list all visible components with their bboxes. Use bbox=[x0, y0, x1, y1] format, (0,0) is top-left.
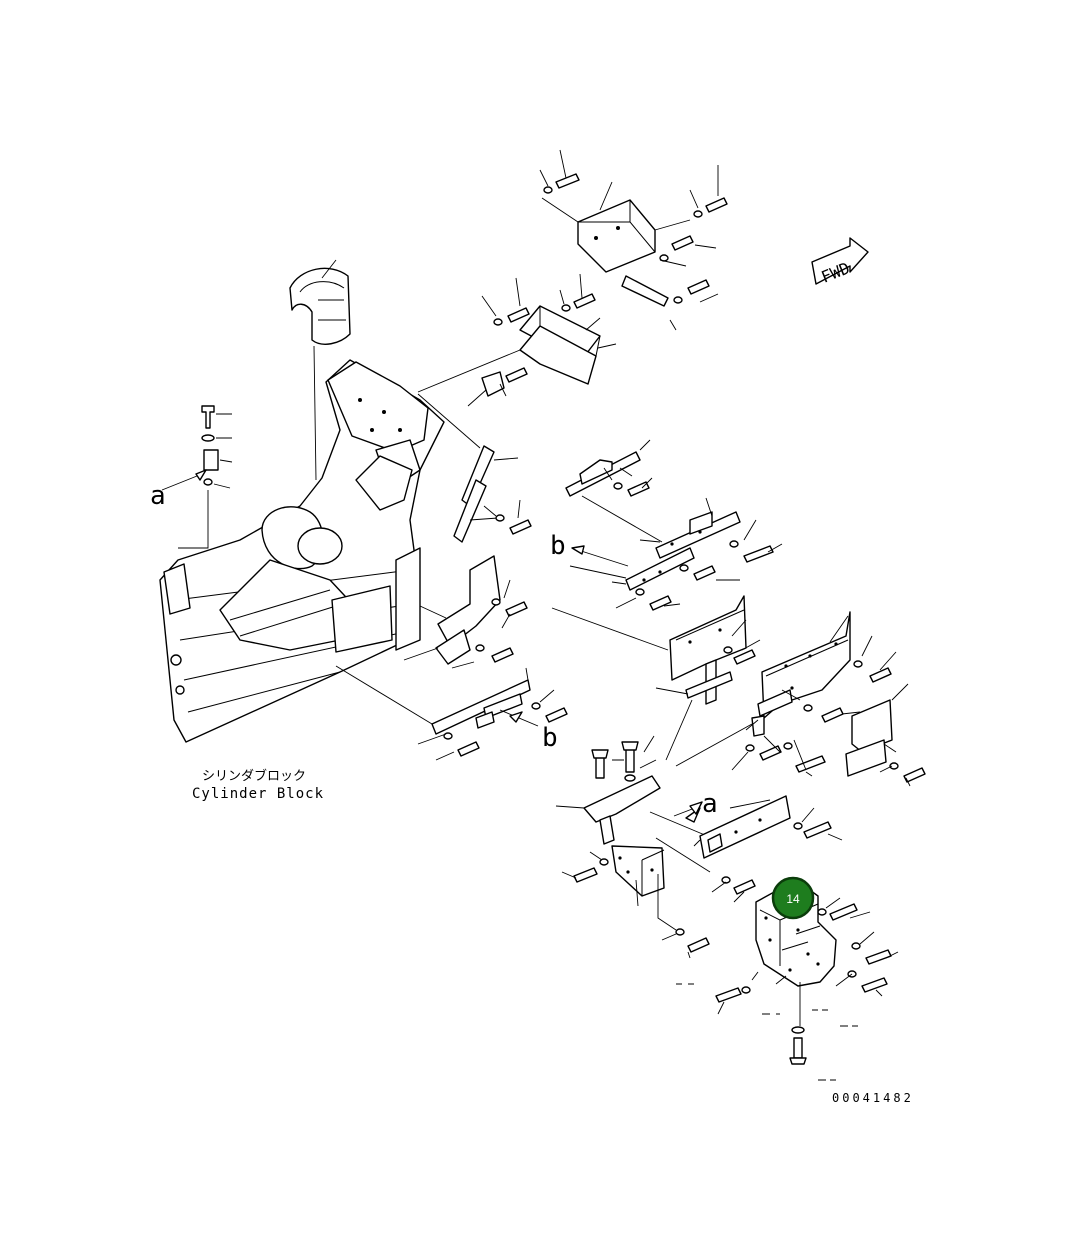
cylinder-block-label-en: Cylinder Block bbox=[192, 786, 324, 802]
callout-14-badge[interactable] bbox=[771, 876, 815, 920]
top-bolts bbox=[539, 149, 728, 331]
left-clip-bracket bbox=[161, 405, 233, 491]
lower-support-bracket bbox=[555, 735, 843, 959]
view-ref-a-label-left: a bbox=[150, 481, 166, 511]
view-ref-a-label-lower: a bbox=[702, 789, 718, 819]
cylinder-block-assembly bbox=[159, 359, 445, 743]
upper-channel-bracket bbox=[417, 273, 617, 407]
cylinder-block-label-jp: シリンダブロック bbox=[202, 768, 306, 784]
right-middle-plates bbox=[551, 595, 926, 787]
center-strut-bracket bbox=[403, 393, 532, 669]
callout-14-number: 14 bbox=[786, 892, 800, 906]
middle-bolts bbox=[665, 699, 826, 809]
view-ref-a-arrow bbox=[673, 801, 703, 817]
top-mounting-bracket bbox=[541, 181, 691, 307]
drawing-number: 00041482 bbox=[832, 1091, 914, 1105]
view-ref-b-label-upper: b bbox=[550, 531, 566, 561]
right-upper-rail bbox=[565, 439, 783, 611]
belt-guard-cover bbox=[289, 259, 351, 481]
view-ref-b-arrow bbox=[571, 545, 629, 567]
lower-rail-bracket bbox=[335, 665, 568, 761]
fwd-arrow-badge: FWD bbox=[811, 237, 869, 287]
callout-14[interactable]: 14 bbox=[771, 876, 815, 920]
view-ref-b-label-lower: b bbox=[542, 723, 558, 753]
